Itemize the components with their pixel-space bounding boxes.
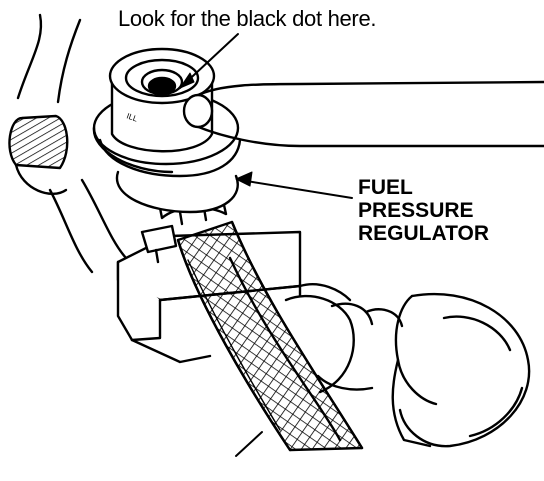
label-line-1: FUEL: [358, 176, 413, 199]
label-line-3: REGULATOR: [358, 222, 490, 245]
black-dot-marker: [147, 76, 177, 96]
left-hose: [8, 13, 128, 274]
right-pipe-and-cap: [284, 283, 531, 448]
fuel-pressure-regulator-label: FUEL PRESSURE REGULATOR: [358, 176, 489, 245]
fuel-pressure-regulator: ILL: [92, 47, 544, 214]
black-dot-callout: Look for the black dot here.: [118, 6, 377, 31]
callout-leaders: [179, 33, 353, 457]
regulator-stamp: ILL: [125, 111, 139, 123]
label-line-2: PRESSURE: [358, 199, 474, 222]
braided-hose: [176, 220, 364, 452]
